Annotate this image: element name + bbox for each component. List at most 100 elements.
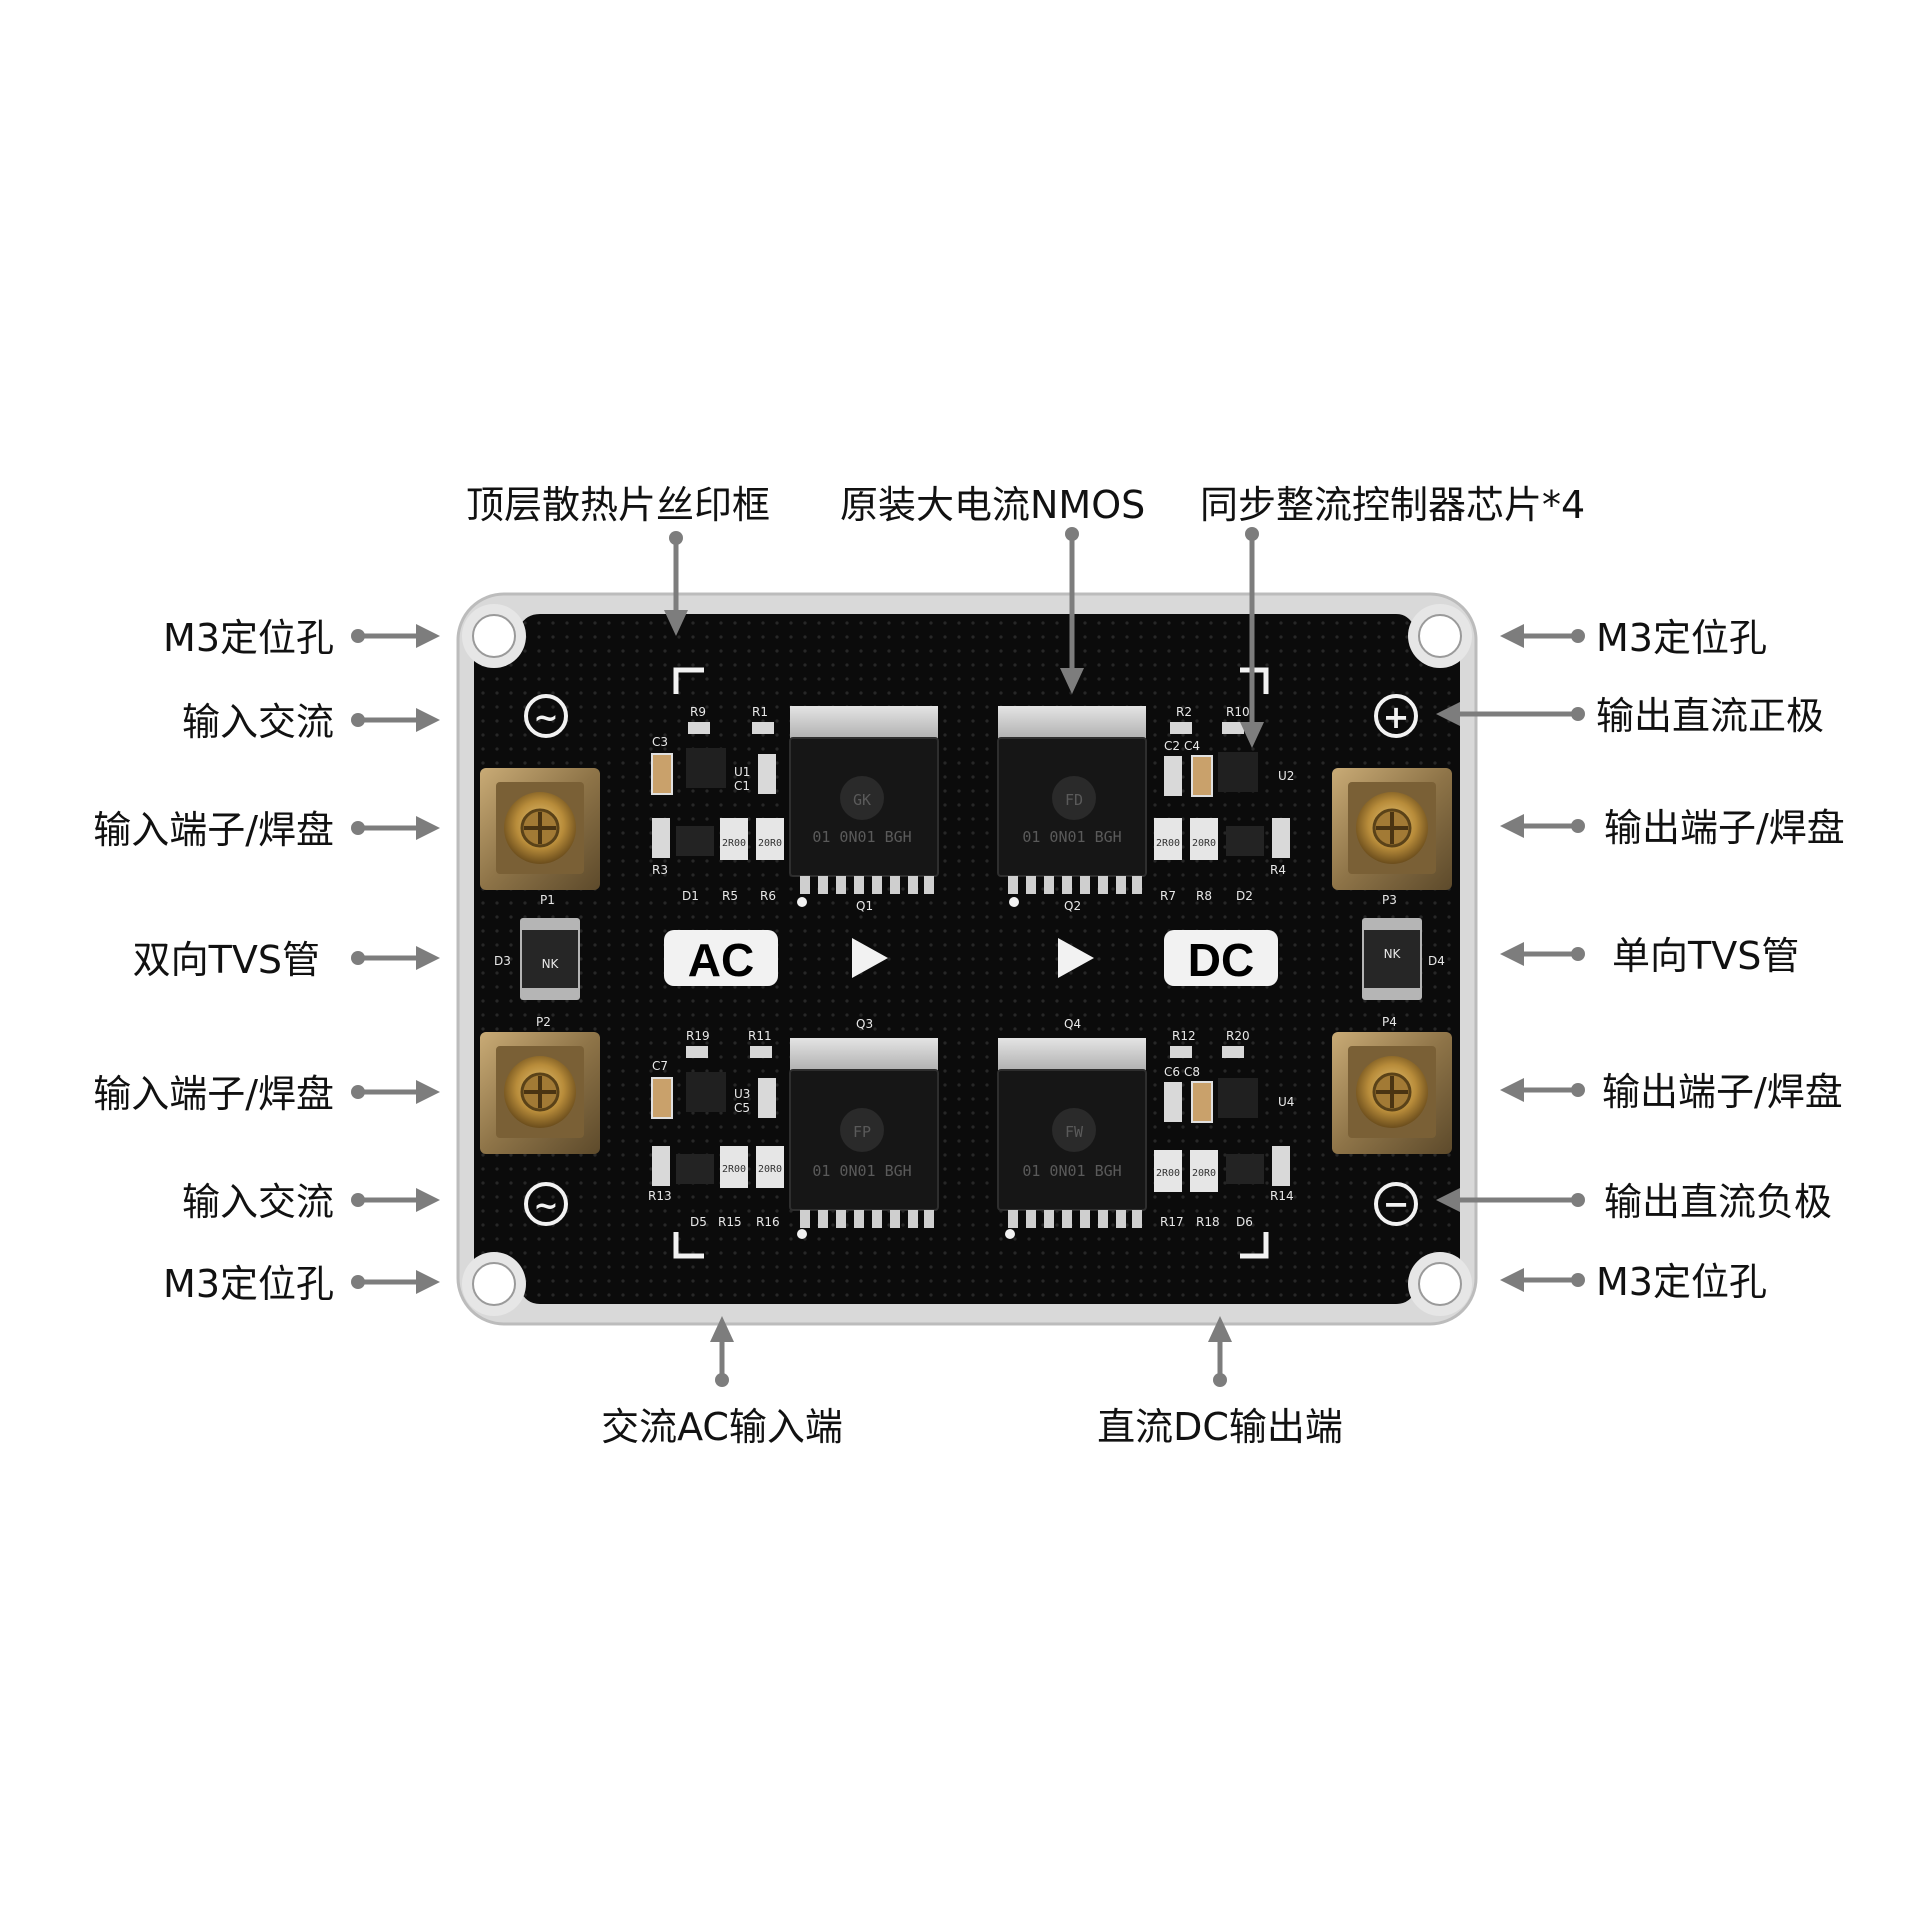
label-top-controller: 同步整流控制器芯片*4 [1200,483,1585,527]
callout-right-terminal-top [1500,814,1585,838]
svg-text:R20: R20 [1226,1029,1250,1043]
callout-right-dc-plus [1436,702,1585,726]
label-right-terminal-top: 输出端子/焊盘 [1604,806,1845,850]
svg-text:20R0: 20R0 [758,838,782,849]
output-terminal-bottom [1332,1032,1452,1154]
callout-top-heatsink [664,531,688,636]
svg-text:Q2: Q2 [1064,899,1081,913]
callout-right-m3-bottom [1500,1268,1585,1292]
label-right-m3-top: M3定位孔 [1596,616,1767,660]
svg-text:~: ~ [533,701,558,736]
svg-text:2R00: 2R00 [722,838,746,849]
svg-text:P2: P2 [536,1015,551,1029]
controller-block-top-right: R2 R10 C2 C4 U2 R7 2R00 R8 20R0 D2 R4 [1154,705,1294,903]
svg-text:2R00: 2R00 [1156,838,1180,849]
svg-text:C5: C5 [734,1101,750,1115]
svg-text:C6: C6 [1164,1065,1180,1079]
input-terminal-top [480,768,600,890]
svg-text:R5: R5 [722,889,738,903]
svg-text:D4: D4 [1428,954,1445,968]
svg-text:R12: R12 [1172,1029,1196,1043]
svg-text:01 0N01 BGH: 01 0N01 BGH [812,828,911,846]
label-top-heatsink: 顶层散热片丝印框 [466,483,770,527]
label-left-ac-bottom: 输入交流 [182,1180,334,1224]
svg-text:2R00: 2R00 [1156,1168,1180,1179]
svg-text:C3: C3 [652,735,668,749]
svg-text:R17: R17 [1160,1215,1184,1229]
flow-arrow-left [852,938,888,978]
svg-text:NK: NK [1384,947,1402,961]
label-top-nmos: 原装大电流NMOS [840,483,1145,527]
plus-symbol: + [1374,694,1418,738]
svg-text:D6: D6 [1236,1215,1253,1229]
dc-flow-label: DC [1164,930,1278,986]
svg-text:20R0: 20R0 [1192,1168,1216,1179]
callout-top-nmos [1060,527,1084,694]
svg-text:R10: R10 [1226,705,1250,719]
svg-text:R9: R9 [690,705,706,719]
svg-text:R8: R8 [1196,889,1212,903]
svg-text:P4: P4 [1382,1015,1397,1029]
svg-text:FW: FW [1065,1123,1084,1141]
label-left-tvs: 双向TVS管 [133,938,320,982]
svg-text:Q1: Q1 [856,899,873,913]
input-terminal-bottom [480,1032,600,1154]
svg-text:C8: C8 [1184,1065,1200,1079]
callout-right-dc-minus [1436,1188,1585,1212]
mounting-hole-top-left [462,604,526,668]
svg-text:−: − [1383,1185,1410,1223]
tvs-diode-bidirectional: P1 P2 D3 NK [494,893,580,1029]
svg-text:GK: GK [853,791,871,809]
callout-left-m3-top [351,624,440,648]
svg-text:R18: R18 [1196,1215,1220,1229]
label-right-dc-plus: 输出直流正极 [1596,694,1824,738]
svg-text:FP: FP [853,1123,871,1141]
label-left-terminal-top: 输入端子/焊盘 [93,808,334,852]
label-left-m3-top: M3定位孔 [163,616,334,660]
svg-text:AC: AC [688,934,754,986]
svg-text:01 0N01 BGH: 01 0N01 BGH [812,1162,911,1180]
svg-text:R16: R16 [756,1215,780,1229]
tvs-diode-unidirectional: P3 P4 D4 NK [1362,893,1445,1029]
callout-bottom-dc-output [1208,1316,1232,1387]
callout-top-controller [1240,527,1264,748]
svg-text:D1: D1 [682,889,699,903]
svg-text:R19: R19 [686,1029,710,1043]
mosfet-q1: GK 01 0N01 BGH Q1 [789,706,939,913]
label-bottom-ac-input: 交流AC输入端 [601,1405,843,1449]
svg-text:R3: R3 [652,863,668,877]
callout-left-tvs [351,946,440,970]
svg-text:20R0: 20R0 [1192,838,1216,849]
output-terminal-top [1332,768,1452,890]
callout-left-ac-top [351,708,440,732]
svg-text:R14: R14 [1270,1189,1294,1203]
callout-right-tvs [1500,942,1585,966]
controller-block-top-left: R9 R1 C3 U1 C1 R3 D1 R5 2R00 R6 20R0 [651,705,784,903]
pcb-board: ~ ~ + − [456,592,1478,1326]
svg-text:U2: U2 [1278,769,1294,783]
svg-text:C4: C4 [1184,739,1200,753]
svg-text:R7: R7 [1160,889,1176,903]
svg-text:Q3: Q3 [856,1017,873,1031]
svg-text:~: ~ [533,1189,558,1224]
svg-text:R6: R6 [760,889,776,903]
controller-block-bottom-right: R12 R20 C6 C8 U4 R17 2R00 R18 20R0 D6 R1… [1154,1029,1294,1229]
svg-text:R1: R1 [752,705,768,719]
svg-text:R13: R13 [648,1189,672,1203]
svg-text:U1: U1 [734,765,750,779]
mounting-hole-bottom-right [1408,1252,1472,1316]
mosfet-q4: FW 01 0N01 BGH Q4 [997,1017,1147,1239]
svg-text:FD: FD [1065,791,1083,809]
label-left-ac-top: 输入交流 [182,700,334,744]
label-right-terminal-bottom: 输出端子/焊盘 [1602,1070,1843,1114]
svg-text:20R0: 20R0 [758,1164,782,1175]
mounting-hole-top-right [1408,604,1472,668]
svg-text:C7: C7 [652,1059,668,1073]
svg-text:C1: C1 [734,779,750,793]
svg-text:R15: R15 [718,1215,742,1229]
label-right-tvs: 单向TVS管 [1612,934,1799,978]
label-right-dc-minus: 输出直流负极 [1604,1180,1832,1224]
svg-text:R2: R2 [1176,705,1192,719]
svg-text:R4: R4 [1270,863,1286,877]
svg-text:U4: U4 [1278,1095,1294,1109]
